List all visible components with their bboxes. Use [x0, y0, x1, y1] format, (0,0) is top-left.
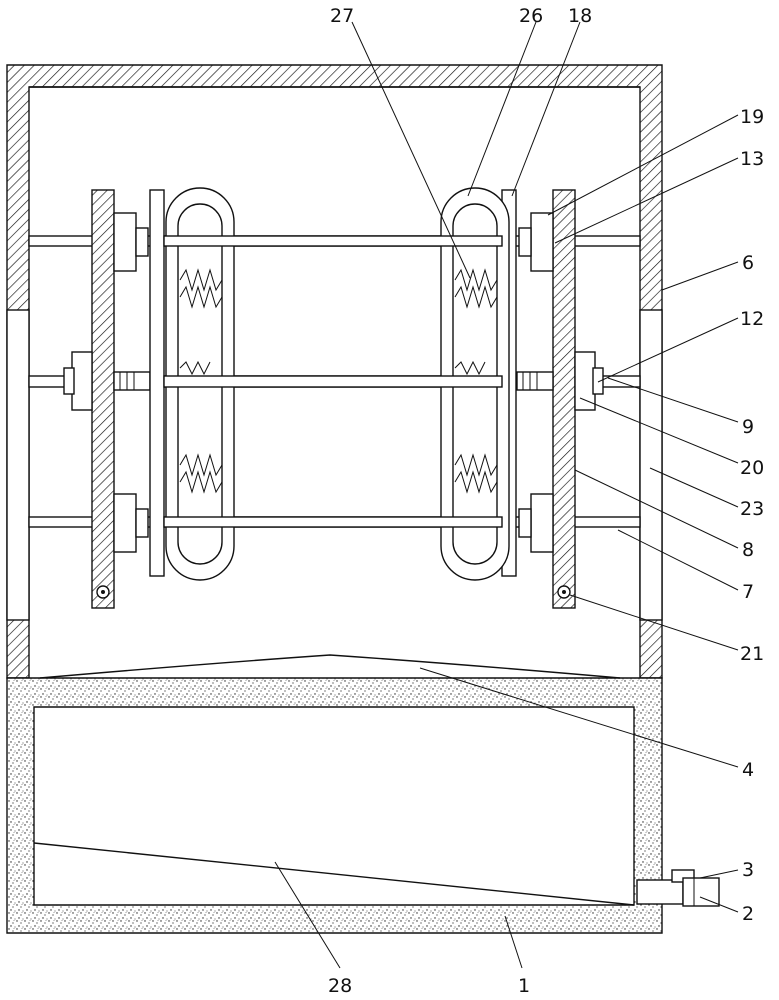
- label-27: 27: [330, 5, 354, 27]
- label-2: 2: [742, 903, 754, 925]
- drain-valve: [636, 869, 720, 907]
- label-6: 6: [742, 252, 754, 274]
- label-7: 7: [742, 581, 754, 603]
- label-3: 3: [742, 859, 754, 881]
- left-bearing-blocks: [63, 212, 151, 553]
- label-23: 23: [740, 498, 764, 520]
- label-9: 9: [742, 416, 754, 438]
- part-labels: 27 26 18 19 13 6 12 9 20 23 8 7 21 4 3 2…: [328, 5, 764, 997]
- label-18: 18: [568, 5, 592, 27]
- right-hatched-plate: [552, 189, 576, 609]
- leader-lines: [274, 21, 739, 969]
- label-28: 28: [328, 975, 352, 997]
- label-26: 26: [519, 5, 543, 27]
- label-4: 4: [742, 759, 754, 781]
- right-bearing-blocks: [516, 212, 604, 553]
- lower-tank: [6, 654, 663, 934]
- label-12: 12: [740, 308, 764, 330]
- label-21: 21: [740, 643, 764, 665]
- rod-overlay: [163, 235, 503, 528]
- label-19: 19: [740, 106, 764, 128]
- label-8: 8: [742, 539, 754, 561]
- label-20: 20: [740, 457, 764, 479]
- label-1: 1: [518, 975, 530, 997]
- springs: [179, 268, 498, 494]
- label-13: 13: [740, 148, 764, 170]
- left-hatched-plate: [91, 189, 115, 609]
- upper-housing: [6, 64, 663, 679]
